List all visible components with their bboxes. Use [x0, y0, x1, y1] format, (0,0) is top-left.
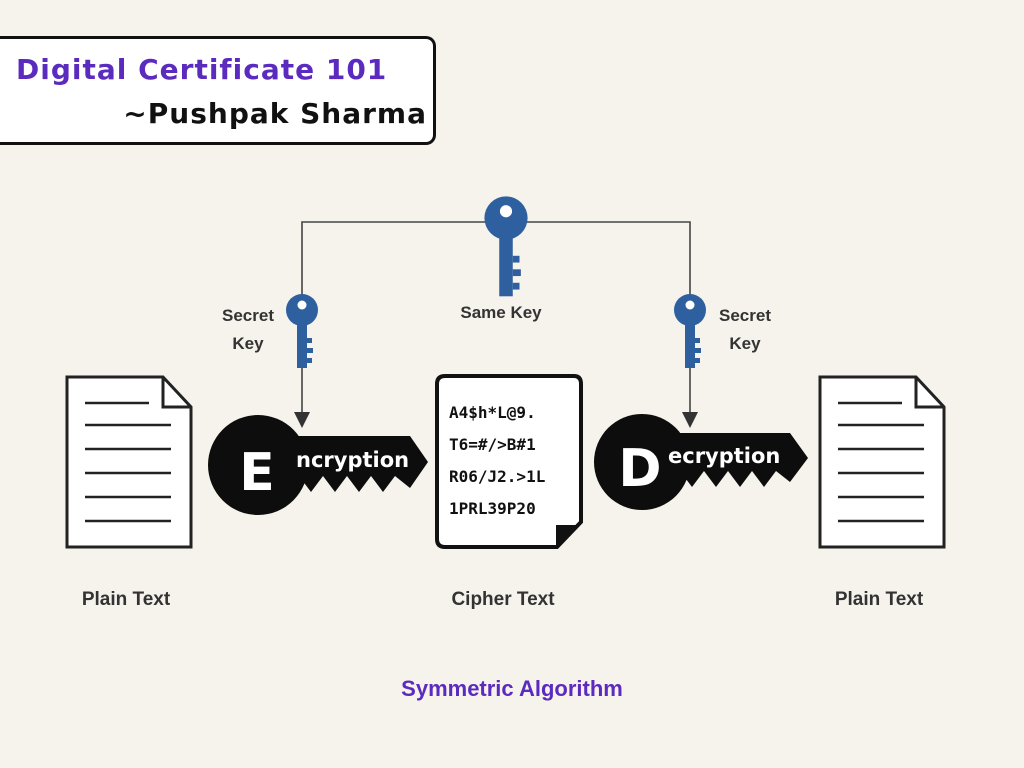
encryption-key-shape: E ncryption: [208, 415, 428, 515]
decryption-initial: D: [618, 439, 661, 499]
right-plain-text-label: Plain Text: [835, 589, 924, 610]
cipher-line-3: R06/J2.>1L: [449, 467, 545, 486]
right-key-label: Key: [729, 334, 761, 353]
key-icon: [674, 294, 706, 368]
author-name: ~Pushpak Sharma: [123, 97, 427, 130]
document-icon: [65, 375, 193, 549]
encryption-text: ncryption: [296, 448, 409, 472]
title-box: Digital Certificate 101 ~Pushpak Sharma: [0, 36, 436, 145]
diagram-caption: Symmetric Algorithm: [401, 676, 623, 701]
key-icon: [286, 294, 318, 368]
decryption-text: ecryption: [668, 444, 780, 468]
cipher-line-2: T6=#/>B#1: [449, 435, 536, 454]
right-secret-label: Secret: [719, 306, 771, 325]
same-key-label: Same Key: [460, 303, 542, 322]
left-secret-label: Secret: [222, 306, 274, 325]
cipher-line-1: A4$h*L@9.: [449, 403, 536, 422]
decryption-key-shape: D ecryption: [594, 414, 808, 510]
cipher-document-icon: [435, 374, 583, 549]
document-icon: [818, 375, 946, 549]
cipher-line-4: 1PRL39P20: [449, 499, 536, 518]
encryption-initial: E: [239, 443, 275, 503]
cipher-text-label: Cipher Text: [451, 589, 555, 610]
page-title: Digital Certificate 101: [16, 53, 388, 86]
key-icon: [484, 196, 528, 297]
left-plain-text-label: Plain Text: [82, 589, 171, 610]
left-key-label: Key: [232, 334, 264, 353]
